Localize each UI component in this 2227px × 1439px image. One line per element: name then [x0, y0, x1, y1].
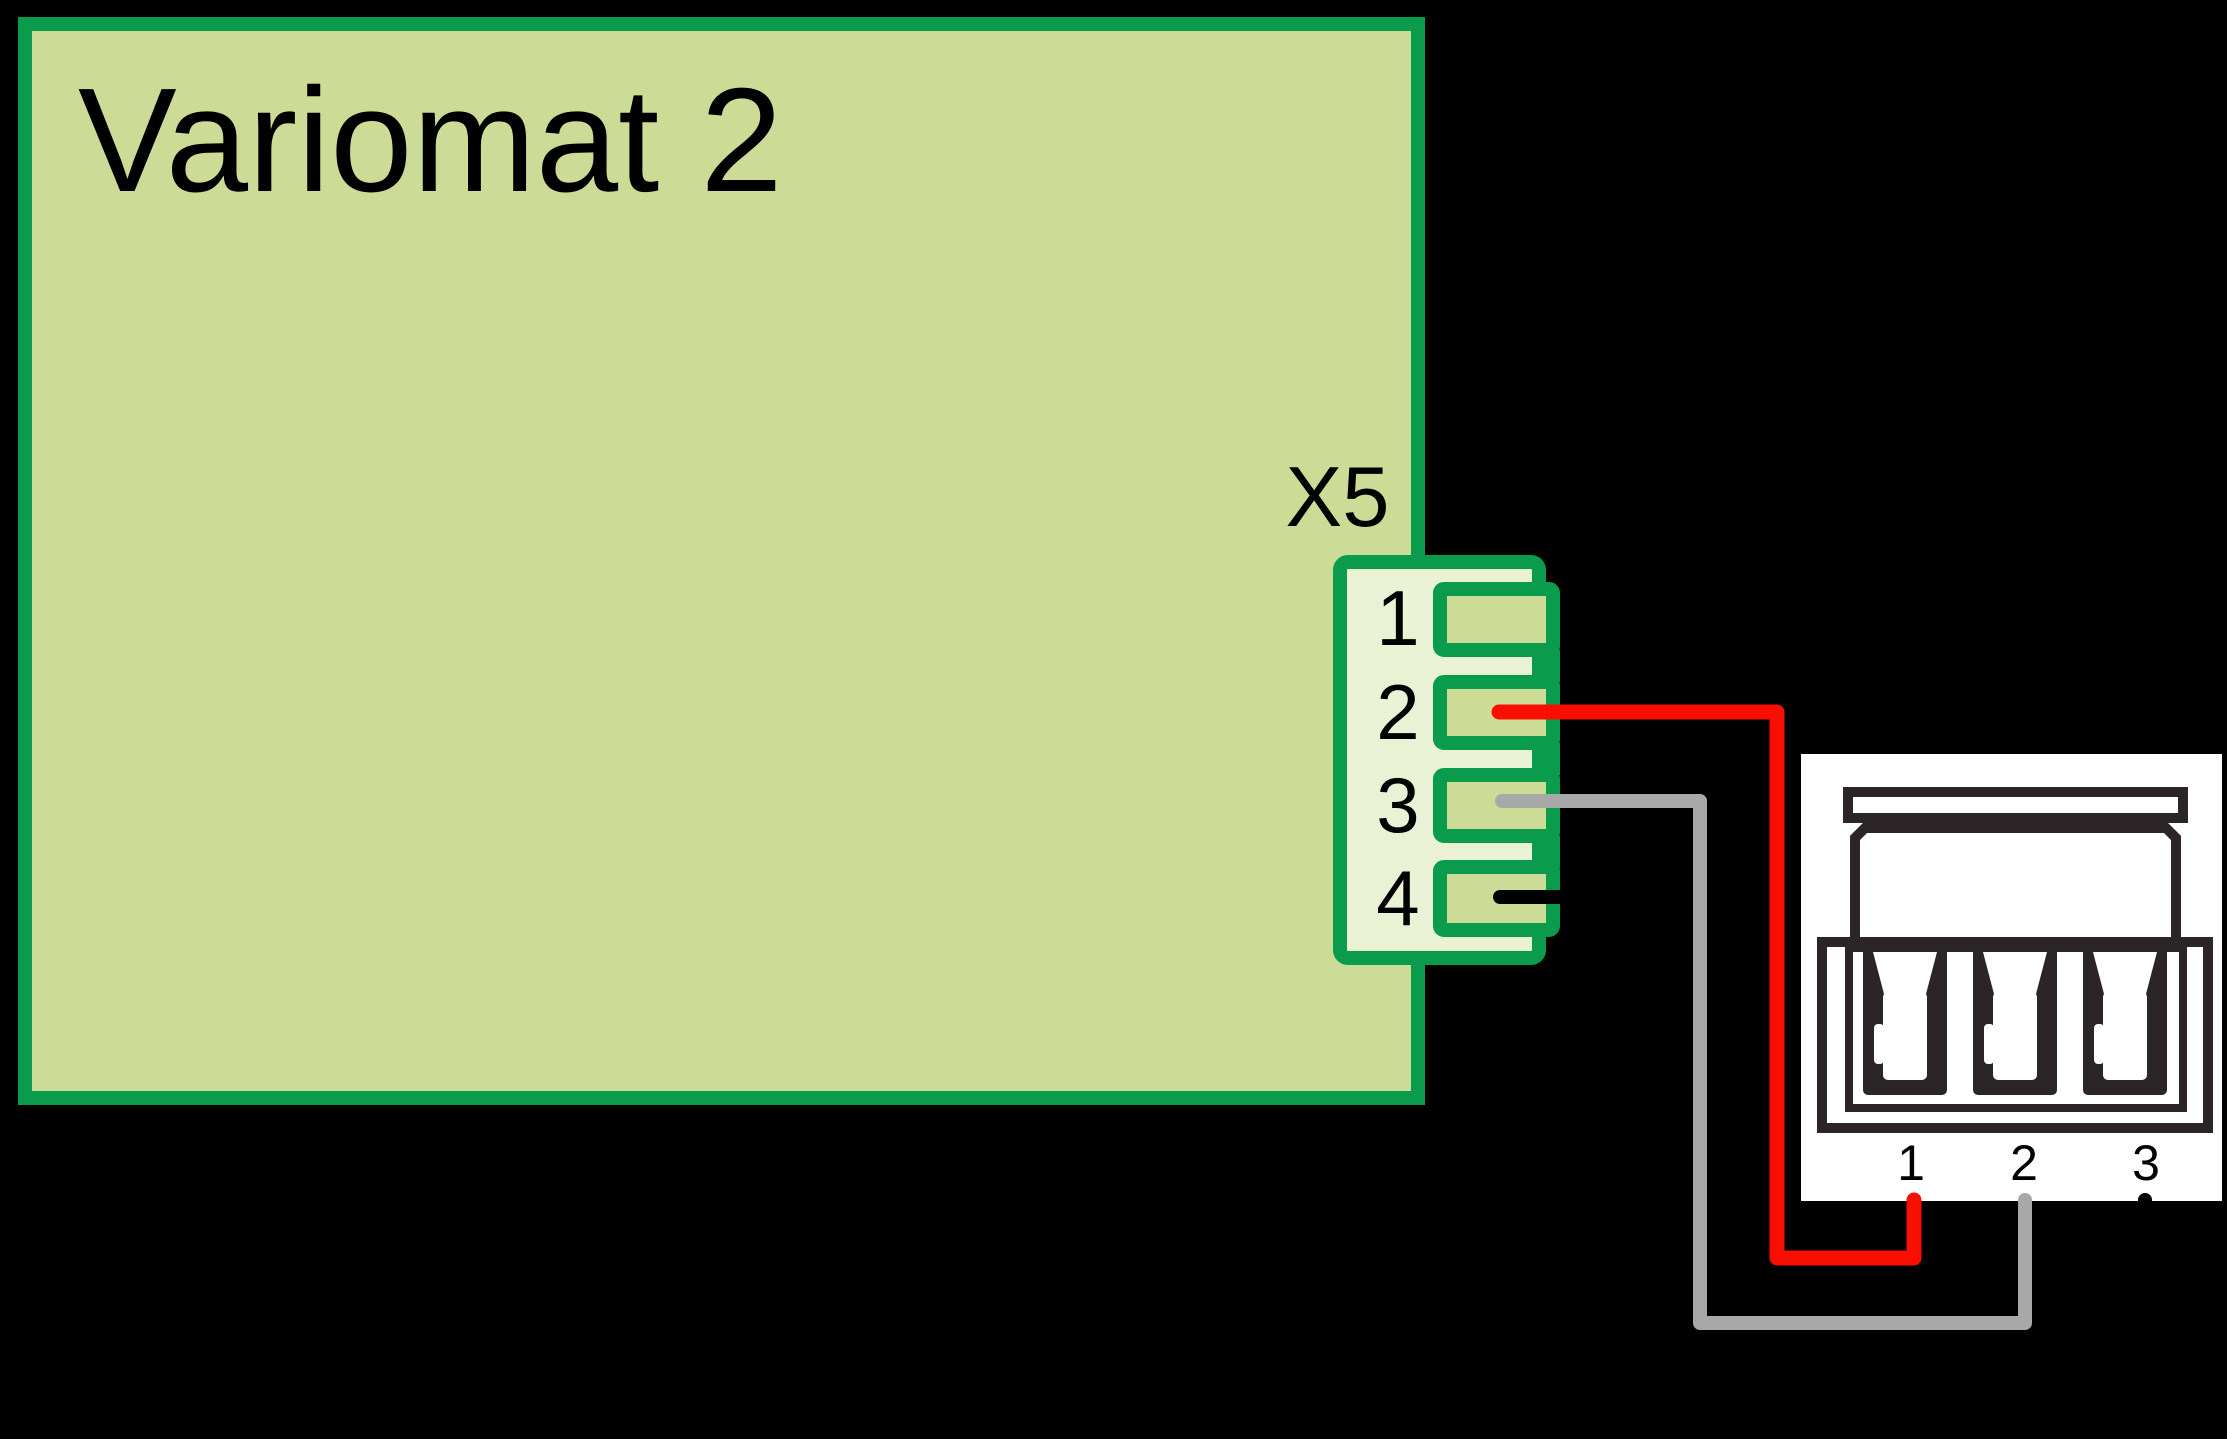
x5-connector	[1333, 555, 1560, 965]
pin-slot-3	[1433, 768, 1560, 843]
terminal-pole-2	[1973, 944, 2057, 1095]
pin-slot-2	[1433, 675, 1560, 750]
variomat-board: Variomat 2	[18, 17, 1425, 1105]
x5-pin-2-label: 2	[1376, 668, 1420, 756]
x5-pin-4-label: 4	[1376, 854, 1420, 942]
terminal-pole-1	[1863, 944, 1947, 1095]
x5-pin-1-label: 1	[1376, 574, 1420, 662]
terminal-pin-3-label: 3	[2132, 1135, 2160, 1191]
terminal-pin-2-label: 2	[2010, 1135, 2038, 1191]
terminal-poles	[1863, 944, 2167, 1095]
terminal-pin-1-label: 1	[1897, 1135, 1925, 1191]
terminal-pole-3	[2083, 944, 2167, 1095]
terminal-box: 1 2 3	[1801, 754, 2222, 1201]
terminal-back-bar	[1843, 787, 2188, 823]
board-title: Variomat 2	[78, 58, 783, 223]
pin-slot-1	[1433, 582, 1560, 657]
connector-label: X5	[1285, 450, 1390, 545]
pin-slot-4	[1433, 860, 1560, 937]
terminal-connector-drawing	[1817, 787, 2213, 1133]
x5-pin-3-label: 3	[1376, 761, 1420, 849]
terminal-body	[1850, 823, 2181, 937]
